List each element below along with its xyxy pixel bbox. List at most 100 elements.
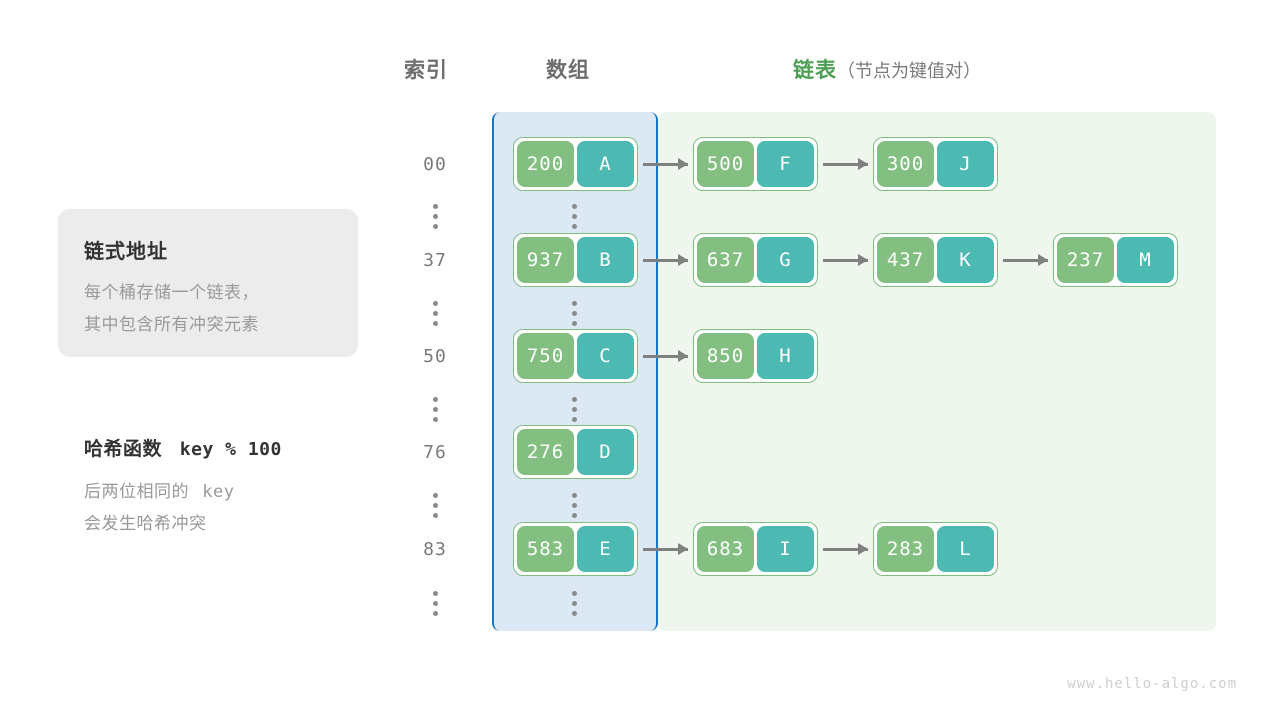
node-value: M bbox=[1117, 237, 1174, 283]
ellipsis-dot bbox=[432, 513, 438, 518]
ellipsis-dot bbox=[432, 493, 438, 498]
watermark: www.hello-algo.com bbox=[1067, 676, 1237, 692]
arrow-50-0 bbox=[643, 350, 688, 362]
arrow-00-1 bbox=[823, 158, 868, 170]
arrow-shaft bbox=[823, 259, 868, 262]
hash-function-label: 哈希函数 bbox=[84, 439, 163, 460]
node-value: I bbox=[757, 526, 814, 572]
info-card-body: 每个桶存储一个链表， 其中包含所有冲突元素 bbox=[84, 277, 259, 341]
hash-function-line-1: 后两位相同的 key bbox=[84, 476, 384, 508]
vertical-ellipsis-array-4 bbox=[567, 591, 581, 616]
ellipsis-dot bbox=[432, 407, 438, 412]
arrow-head-icon bbox=[1038, 254, 1048, 266]
vertical-ellipsis-array-2 bbox=[567, 397, 581, 422]
arrow-head-icon bbox=[678, 254, 688, 266]
node-key: 283 bbox=[877, 526, 934, 572]
vertical-ellipsis-array-3 bbox=[567, 493, 581, 518]
index-label-83: 83 bbox=[423, 539, 447, 560]
column-header-array: 数组 bbox=[546, 59, 590, 82]
ellipsis-dot bbox=[571, 611, 577, 616]
ellipsis-dot bbox=[571, 301, 577, 306]
arrow-83-1 bbox=[823, 543, 868, 555]
arrow-head-icon bbox=[678, 158, 688, 170]
ellipsis-dot bbox=[432, 311, 438, 316]
ellipsis-dot bbox=[571, 601, 577, 606]
ellipsis-dot bbox=[432, 214, 438, 219]
node-key: 683 bbox=[697, 526, 754, 572]
hash-function-note: 哈希函数 key % 100 后两位相同的 key 会发生哈希冲突 bbox=[84, 434, 384, 539]
vertical-ellipsis-array-1 bbox=[567, 301, 581, 326]
index-label-00: 00 bbox=[423, 154, 447, 175]
vertical-ellipsis-index-2 bbox=[428, 397, 442, 422]
ellipsis-dot bbox=[432, 591, 438, 596]
ellipsis-dot bbox=[432, 417, 438, 422]
ellipsis-dot bbox=[571, 397, 577, 402]
ellipsis-dot bbox=[432, 601, 438, 606]
node-key: 937 bbox=[517, 237, 574, 283]
ellipsis-dot bbox=[571, 503, 577, 508]
vertical-ellipsis-index-3 bbox=[428, 493, 442, 518]
ellipsis-dot bbox=[571, 407, 577, 412]
node-value: C bbox=[577, 333, 634, 379]
hash-function-body: 后两位相同的 key 会发生哈希冲突 bbox=[84, 476, 384, 539]
vertical-ellipsis-array-0 bbox=[567, 204, 581, 229]
info-card-line-1: 每个桶存储一个链表， bbox=[84, 283, 259, 302]
vertical-ellipsis-index-0 bbox=[428, 204, 442, 229]
node-key: 583 bbox=[517, 526, 574, 572]
arrow-head-icon bbox=[858, 158, 868, 170]
column-header-linked-list-sub: （节点为键值对） bbox=[837, 61, 981, 81]
hash-function-line-2: 会发生哈希冲突 bbox=[84, 514, 207, 533]
node-value: G bbox=[757, 237, 814, 283]
ellipsis-dot bbox=[571, 513, 577, 518]
node-value: H bbox=[757, 333, 814, 379]
ellipsis-dot bbox=[432, 611, 438, 616]
arrow-head-icon bbox=[858, 254, 868, 266]
column-header-linked-list-main: 链表 bbox=[793, 59, 837, 82]
hash-function-line-1-text: 后两位相同的 bbox=[84, 482, 189, 501]
ellipsis-dot bbox=[432, 321, 438, 326]
arrow-shaft bbox=[643, 259, 688, 262]
info-card-title: 链式地址 bbox=[84, 241, 168, 263]
ellipsis-dot bbox=[432, 301, 438, 306]
arrow-00-0 bbox=[643, 158, 688, 170]
arrow-37-0 bbox=[643, 254, 688, 266]
arrow-shaft bbox=[643, 548, 688, 551]
ellipsis-dot bbox=[571, 493, 577, 498]
node-key: 437 bbox=[877, 237, 934, 283]
index-label-37: 37 bbox=[423, 250, 447, 271]
arrow-head-icon bbox=[858, 543, 868, 555]
ellipsis-dot bbox=[571, 591, 577, 596]
node-key: 200 bbox=[517, 141, 574, 187]
node-key: 237 bbox=[1057, 237, 1114, 283]
node-value: L bbox=[937, 526, 994, 572]
hash-function-line-1-code: key bbox=[202, 482, 235, 502]
ellipsis-dot bbox=[571, 204, 577, 209]
node-value: D bbox=[577, 429, 634, 475]
index-label-50: 50 bbox=[423, 346, 447, 367]
ellipsis-dot bbox=[432, 397, 438, 402]
ellipsis-dot bbox=[432, 204, 438, 209]
node-value: A bbox=[577, 141, 634, 187]
arrow-37-1 bbox=[823, 254, 868, 266]
info-card-chaining: 链式地址 每个桶存储一个链表， 其中包含所有冲突元素 bbox=[58, 209, 358, 357]
ellipsis-dot bbox=[571, 311, 577, 316]
ellipsis-dot bbox=[571, 417, 577, 422]
index-label-76: 76 bbox=[423, 442, 447, 463]
vertical-ellipsis-index-1 bbox=[428, 301, 442, 326]
node-value: E bbox=[577, 526, 634, 572]
node-key: 500 bbox=[697, 141, 754, 187]
